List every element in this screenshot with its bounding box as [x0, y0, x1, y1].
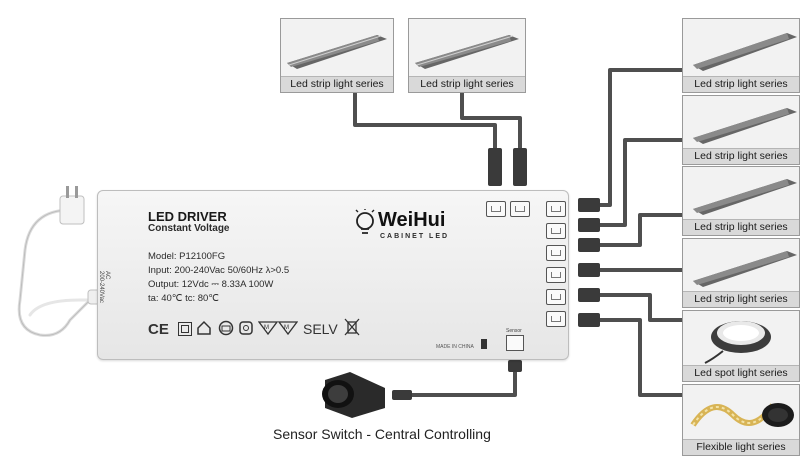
led-strip-icon	[693, 108, 797, 144]
made-in-label: MADE IN CHINA	[436, 344, 474, 350]
card-caption: Flexible light series	[683, 439, 799, 455]
card-top-right: Led strip light series	[408, 18, 526, 93]
flexible-strip-icon	[690, 403, 794, 427]
card-caption: Led strip light series	[683, 148, 799, 164]
led-strip-icon	[693, 251, 797, 287]
led-driver: LED DRIVER Constant Voltage Model: P1210…	[97, 190, 569, 360]
safety-transformer-icon	[239, 321, 253, 335]
connector-right-4	[578, 263, 600, 277]
driver-title: LED DRIVER	[148, 209, 227, 224]
sensor-caption: Sensor Switch - Central Controlling	[273, 426, 491, 442]
led-strip-icon	[693, 33, 797, 71]
card-right-5: Led spot light series	[682, 310, 800, 382]
cable-top-left	[353, 90, 497, 152]
port-right-3	[546, 245, 566, 261]
port-right-6	[546, 311, 566, 327]
card-right-3: Led strip light series	[682, 166, 800, 236]
connector-right-6	[578, 313, 600, 327]
weee-bin-icon	[344, 318, 360, 336]
driver-temps: ta: 40℃ tc: 80℃	[148, 293, 219, 304]
card-right-1: Led strip light series	[682, 18, 800, 93]
svg-text:M: M	[264, 325, 269, 331]
sensor-port: Sensor	[506, 328, 524, 351]
card-right-6: Flexible light series	[682, 384, 800, 456]
spot-light-icon	[704, 321, 771, 364]
port-right-2	[546, 223, 566, 239]
ce-mark: CE	[148, 321, 169, 338]
home-use-icon	[197, 320, 211, 335]
port-right-5	[546, 289, 566, 305]
driver-output: Output: 12Vdc ⎓ 8.33A 100W	[148, 279, 274, 290]
card-caption: Led strip light series	[683, 291, 799, 307]
double-insulation-icon	[178, 322, 192, 336]
driver-model: Model: P12100FG	[148, 251, 226, 262]
port-right-4	[546, 267, 566, 283]
cable-right-5	[583, 293, 684, 322]
card-caption: Led strip light series	[683, 76, 799, 92]
led-strip-icon	[693, 179, 797, 215]
led-strip-icon	[287, 35, 387, 69]
selv-mark: SELV	[303, 321, 338, 337]
card-caption: Led strip light series	[683, 219, 799, 235]
card-right-2: Led strip light series	[682, 95, 800, 165]
sensor-port-label: Sensor	[506, 328, 522, 334]
svg-text:M: M	[284, 325, 289, 331]
cable-top-right	[460, 90, 522, 152]
port-right-1	[546, 201, 566, 217]
connector-right-5	[578, 288, 600, 302]
card-caption: Led strip light series	[281, 76, 393, 92]
port-top-2	[510, 201, 530, 217]
connector-right-3	[578, 238, 600, 252]
card-caption: Led strip light series	[409, 76, 525, 92]
ac-cord	[28, 298, 99, 317]
cable-right-2	[583, 138, 684, 227]
brand-tagline: CABINET LED	[380, 233, 450, 240]
led-strip-icon	[415, 35, 519, 69]
connector-top-left	[488, 148, 502, 186]
brand-name: WeiHui	[378, 209, 446, 231]
furniture-mount-icon	[218, 320, 234, 336]
driver-input: Input: 200-240Vac 50/60Hz λ>0.5	[148, 265, 290, 276]
connector-top-right	[513, 148, 527, 186]
connector-right-2	[578, 218, 600, 232]
card-top-left: Led strip light series	[280, 18, 394, 93]
cable-right-3	[583, 213, 684, 247]
port-top-1	[486, 201, 506, 217]
cable-right-1	[583, 68, 684, 207]
driver-subtitle: Constant Voltage	[148, 223, 230, 234]
sensor-switch-icon	[322, 372, 385, 418]
card-caption: Led spot light series	[683, 365, 799, 381]
ac-side-label: AC 200-240Vac	[98, 271, 110, 303]
cable-right-6	[583, 318, 684, 397]
connector-sensor-end	[392, 390, 412, 400]
card-right-4: Led strip light series	[682, 238, 800, 308]
cable-sensor	[408, 360, 517, 397]
mm-mark-icon: M M	[258, 321, 298, 336]
connector-right-1	[578, 198, 600, 212]
switch-button	[481, 339, 487, 349]
connector-sensor	[508, 360, 522, 372]
weihui-logo-icon	[355, 209, 375, 234]
